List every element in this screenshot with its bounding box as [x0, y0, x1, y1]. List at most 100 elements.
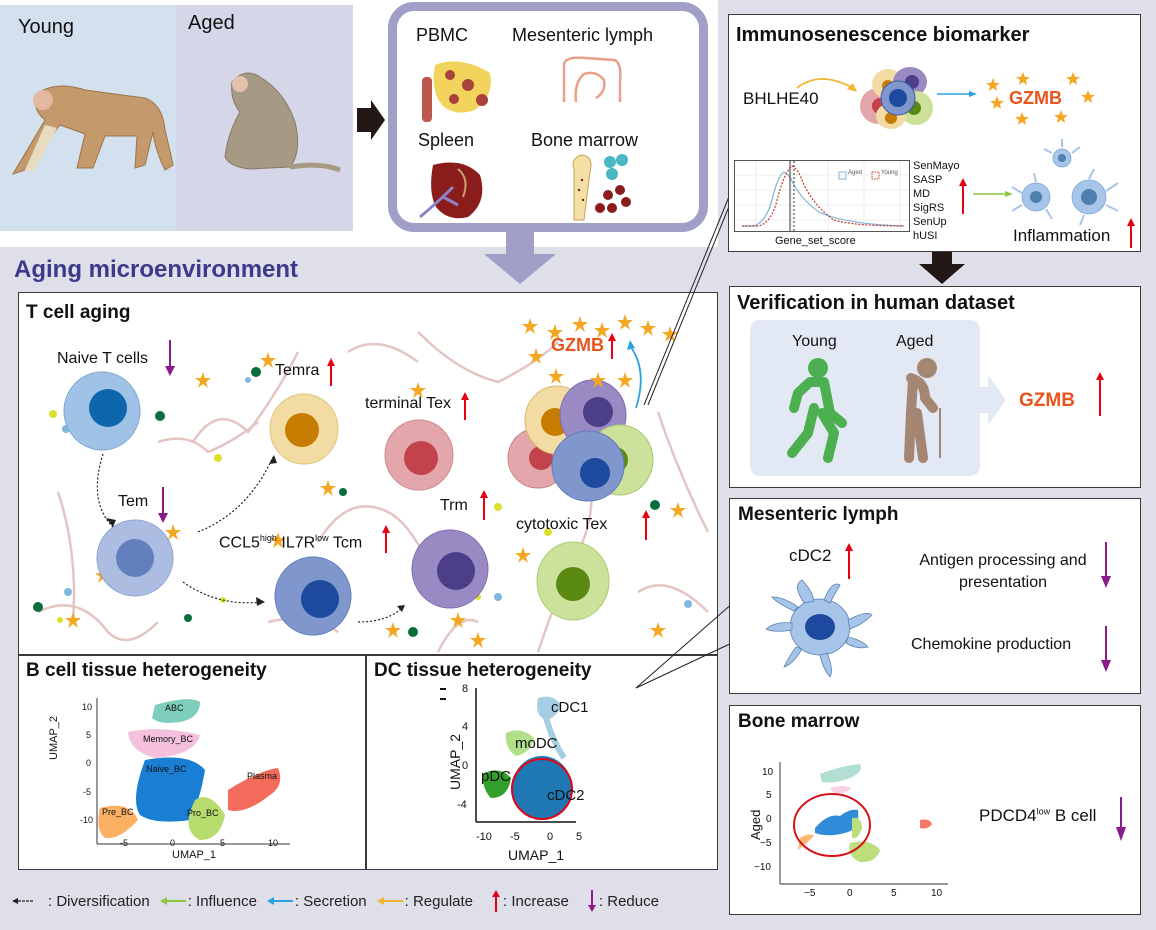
- cluster-abc: [152, 699, 200, 723]
- dc-cluster-cdc1: cDC1: [551, 699, 589, 716]
- dc-xlabel: UMAP_1: [508, 847, 565, 863]
- influence-arrow: [973, 191, 1013, 197]
- dc-xtick-5: 5: [576, 831, 583, 843]
- terminal-tex-label: terminal Tex: [365, 395, 451, 412]
- cluster-pre-bc: [98, 805, 138, 839]
- spleen-icon: [419, 162, 483, 219]
- verification-title: Verification in human dataset: [737, 292, 1015, 314]
- mesenteric-panel: [729, 498, 1141, 694]
- bcell-xtick-5: 5: [220, 838, 226, 848]
- gene-set-density-plot: [734, 160, 910, 232]
- bm-ytick-m10: −10: [754, 862, 771, 873]
- gene-set-list: SenMayo SASP MD SigRS SenUp hUSI: [913, 159, 959, 243]
- biomarker-gzmb-stars: [986, 72, 1095, 125]
- dc-cluster-pdc: pDC: [481, 768, 512, 785]
- trm-increase-arrow-icon: [480, 490, 488, 520]
- bone-marrow-title: Bone marrow: [738, 711, 860, 732]
- legend-secretion: : Secretion: [266, 893, 367, 910]
- bcell-cluster-pro: Pro_BC: [187, 808, 219, 818]
- antigen-processing-label: Antigen processing and presentation: [919, 552, 1087, 591]
- dc-xtick-m10: -10: [476, 831, 492, 843]
- gene-set-sasp: SASP: [913, 174, 943, 186]
- tcell-gzmb-label: GZMB: [551, 335, 604, 355]
- gene-set-md: MD: [913, 188, 931, 200]
- bcell-ytick-m5: -5: [83, 787, 92, 797]
- aged-label: Aged: [188, 12, 235, 34]
- microenvironment-title: Aging microenvironment: [14, 256, 299, 283]
- naive-t-cells-label: Naive T cells: [57, 350, 148, 367]
- bcell-xtick-10: 10: [268, 838, 279, 848]
- bcell-title: B cell tissue heterogeneity: [26, 660, 267, 681]
- bm-ytick-5: 5: [766, 790, 772, 801]
- tissue-label-pbmc: PBMC: [416, 25, 469, 45]
- biomarker-gzmb-label: GZMB: [1009, 88, 1062, 108]
- influence-arrow-icon: [159, 897, 186, 905]
- dc-ytick-m4: -4: [457, 799, 467, 811]
- dc-legend-mark: [440, 688, 446, 700]
- secretion-arrow-icon: [627, 340, 642, 409]
- secretion-legend-arrow-icon: [266, 897, 293, 905]
- dc-ytick-8: 8: [462, 683, 469, 695]
- gene-set-sigrs: SigRS: [913, 202, 945, 214]
- bcell-cluster-memory: Memory_BC: [143, 734, 194, 744]
- tcm-cell: [274, 556, 352, 636]
- tcm-increase-arrow-icon: [382, 525, 390, 553]
- mesenteric-title: Mesenteric lymph: [738, 504, 899, 525]
- bm-xtick-5: 5: [891, 888, 897, 899]
- bcell-xtick-0: 0: [170, 838, 176, 848]
- legend: : Diversification : Influence : Secretio…: [12, 890, 659, 912]
- cdc2-highlight-circle: [511, 758, 573, 820]
- tem-reduce-arrow-icon: [158, 487, 168, 523]
- aged-person-cane-icon: [904, 358, 941, 463]
- dc-cluster-cdc2: cDC2: [547, 787, 585, 804]
- aged-monkey-icon: [224, 72, 341, 173]
- cytotoxic-tex-cell: [536, 541, 610, 621]
- inflammation-cells-icon: [1011, 139, 1119, 226]
- pbmc-icon: [422, 61, 491, 122]
- increase-arrow-icon: [492, 890, 501, 912]
- regulate-arrow: [796, 78, 857, 92]
- tcell-title: T cell aging: [26, 302, 131, 323]
- cluster-plasma: [228, 768, 281, 811]
- bm-xtick-m5: −5: [804, 888, 816, 899]
- bm-ytick-10: 10: [762, 767, 774, 778]
- legend-diversification: : Diversification: [12, 893, 150, 910]
- tem-label: Tem: [118, 493, 149, 510]
- down-arrow-icon: [484, 232, 556, 284]
- verification-aged-label: Aged: [896, 333, 934, 350]
- bcell-cluster-pre: Pre_BC: [102, 807, 134, 817]
- young-label: Young: [18, 16, 74, 38]
- bhlhe40-label: BHLHE40: [743, 89, 819, 108]
- regulate-arrow-icon: [376, 897, 403, 905]
- bcell-xlabel: UMAP_1: [172, 849, 217, 861]
- legend-influence: : Influence: [159, 893, 257, 910]
- young-monkey-icon: [11, 85, 174, 175]
- t-cell-cluster: [507, 379, 654, 502]
- bcell-ytick-0: 0: [86, 758, 92, 768]
- trm-cell: [411, 529, 489, 609]
- bcell-ytick-m10: -10: [80, 815, 94, 825]
- gene-set-husi: hUSI: [913, 230, 938, 242]
- density-legend-young: Young: [881, 170, 898, 176]
- biomarker-cell-cluster: [860, 67, 933, 129]
- tissue-label-mesenteric: Mesenteric lymph: [512, 25, 654, 45]
- young-density-curve: [742, 165, 905, 227]
- trm-label: Trm: [440, 497, 468, 514]
- tissue-label-spleen: Spleen: [418, 130, 475, 150]
- legend-reduce: : Reduce: [587, 890, 659, 912]
- temra-label: Temra: [275, 362, 320, 379]
- secretion-arrow: [937, 91, 977, 97]
- bm-xtick-0: 0: [847, 888, 853, 899]
- gene-set-senup: SenUp: [913, 216, 947, 228]
- tissue-label-bone-marrow: Bone marrow: [531, 130, 639, 150]
- dc-umap-plot: [475, 688, 576, 823]
- bcell-cluster-naive: Naive_BC: [146, 764, 187, 774]
- bm-ylabel: Aged: [748, 809, 763, 840]
- diversification-arrows: [96, 453, 405, 623]
- cytotoxic-tex-label: cytotoxic Tex: [516, 516, 608, 533]
- bcell-ytick-5: 5: [86, 730, 92, 740]
- dc-xtick-0: 0: [547, 831, 554, 843]
- dc-ytick-0: 0: [462, 760, 469, 772]
- bm-xtick-10: 10: [931, 888, 943, 899]
- verification-young-label: Young: [792, 333, 837, 350]
